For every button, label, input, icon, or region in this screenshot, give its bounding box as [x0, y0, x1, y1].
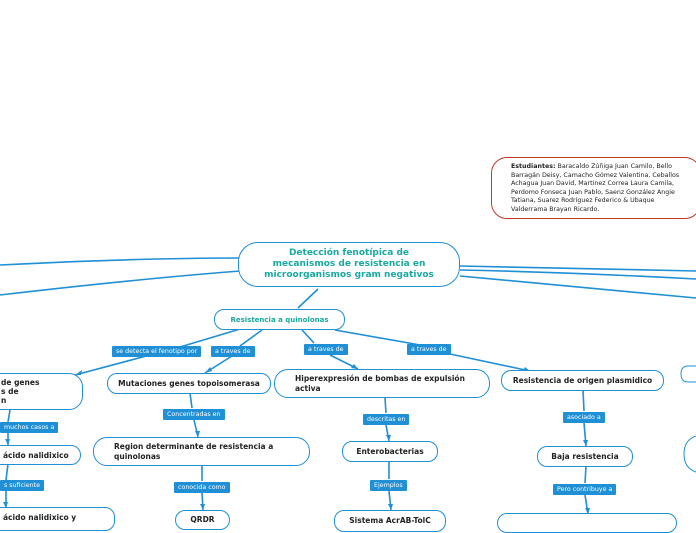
- edge-branch-l1: [179, 328, 241, 348]
- node-sistema-acrab[interactable]: Sistema AcrAB-TolC: [334, 510, 446, 532]
- edge-branch-l3: [301, 329, 315, 344]
- arrowhead: [386, 435, 391, 441]
- link-label-ejemplos[interactable]: Ejemplos: [370, 480, 407, 491]
- node-plasmidico-text: Resistencia de origen plasmidico: [512, 376, 653, 385]
- node-acido-nalidixico-2[interactable]: ácido nalidixico y: [0, 507, 115, 531]
- link-label-suficiente[interactable]: s suficiente: [0, 480, 44, 491]
- arrowhead: [75, 370, 82, 375]
- edge-acido-suf: [5, 463, 9, 481]
- node-region[interactable]: Region determinante de resistencia a qui…: [93, 437, 310, 466]
- edge-genes-muchos: [7, 409, 11, 423]
- node-hiper-text: Hiperexpresión de bombas de expulsión ac…: [295, 374, 465, 393]
- link-label-conocida[interactable]: conocida como: [174, 482, 230, 493]
- link-label-muchos[interactable]: muchos casos a: [0, 422, 59, 433]
- students-box: Estudiantes: Baracaldo Zúñiga Juan Camil…: [491, 157, 696, 219]
- arrowhead: [200, 504, 205, 510]
- node-acido2-text: ácido nalidixico y: [3, 513, 77, 522]
- link-label-traves-1[interactable]: a traves de: [211, 346, 255, 357]
- edge-main-left-2: [0, 270, 241, 296]
- node-hiperexpresion[interactable]: Hiperexpresión de bombas de expulsión ac…: [274, 369, 490, 398]
- branch-label: Resistencia a quinolonas: [230, 315, 329, 324]
- branch-node-quinolonas[interactable]: Resistencia a quinolonas: [214, 309, 345, 330]
- node-acido-text: ácido nalidixico: [3, 450, 69, 460]
- node-mutaciones[interactable]: Mutaciones genes topoisomerasa: [107, 373, 271, 394]
- edge-main-right-3: [459, 275, 696, 299]
- link-label-fenotipo[interactable]: se detecta el fenotipo por: [112, 346, 202, 357]
- link-label-descritas[interactable]: descritas en: [363, 414, 410, 425]
- partial-node-right-2: [683, 435, 696, 473]
- edge-baja-pero: [584, 465, 587, 484]
- link-label-traves-2[interactable]: a traves de: [304, 344, 348, 355]
- arrowhead: [205, 367, 212, 373]
- arrowhead: [585, 508, 590, 514]
- node-genes-text: de genes s de n: [1, 378, 40, 405]
- edge-mut-conc: [189, 392, 193, 409]
- arrowhead: [388, 504, 393, 510]
- arrowhead: [3, 502, 8, 508]
- arrowhead: [583, 440, 588, 446]
- node-partial-bottom[interactable]: [497, 513, 677, 533]
- node-baja-text: Baja resistencia: [551, 452, 619, 461]
- edge-plas-asoc: [582, 389, 585, 412]
- link-label-traves-3[interactable]: a traves de: [407, 344, 451, 355]
- partial-node-right-1: [680, 365, 696, 383]
- students-names: Baracaldo Zúñiga Juan Camilo, Bello Barr…: [511, 163, 680, 213]
- connector-lines: [0, 257, 696, 515]
- students-label: Estudiantes:: [511, 163, 556, 170]
- main-topic-title: Detección fenotípica de mecanismos de re…: [264, 247, 434, 281]
- link-label-asociado[interactable]: asociado a: [563, 412, 605, 423]
- node-baja-resistencia[interactable]: Baja resistencia: [537, 446, 633, 467]
- node-plasmidico[interactable]: Resistencia de origen plasmidico: [501, 370, 664, 391]
- edge-main-right-2: [459, 269, 696, 280]
- node-qrdr[interactable]: QRDR: [175, 510, 230, 530]
- node-enterobacterias[interactable]: Enterobacterias: [342, 441, 438, 462]
- node-region-text: Region determinante de resistencia a qui…: [114, 442, 274, 461]
- link-label-contribuye[interactable]: Pero contribuye a: [553, 484, 617, 495]
- edge-l1-genes: [74, 354, 151, 376]
- node-entero-text: Enterobacterias: [356, 447, 424, 456]
- edge-branch-l2: [239, 329, 263, 347]
- edge-main-left-1: [0, 257, 241, 266]
- link-label-concentradas[interactable]: Concentradas en: [163, 409, 225, 420]
- node-genes[interactable]: de genes s de n: [0, 373, 83, 410]
- edge-main-branch: [297, 288, 319, 309]
- node-sistema-text: Sistema AcrAB-TolC: [349, 516, 431, 525]
- edge-main-right-1: [459, 265, 696, 272]
- node-acido-nalidixico[interactable]: ácido nalidixico: [0, 445, 81, 465]
- edge-hiper-desc: [384, 397, 387, 414]
- node-mutaciones-text: Mutaciones genes topoisomerasa: [118, 379, 260, 388]
- arrowhead: [195, 431, 200, 437]
- main-topic-node[interactable]: Detección fenotípica de mecanismos de re…: [238, 242, 460, 287]
- edge-branch-l4: [334, 329, 421, 346]
- edge-l4-plas: [449, 353, 531, 372]
- arrowhead: [351, 364, 358, 369]
- arrowhead: [5, 439, 10, 445]
